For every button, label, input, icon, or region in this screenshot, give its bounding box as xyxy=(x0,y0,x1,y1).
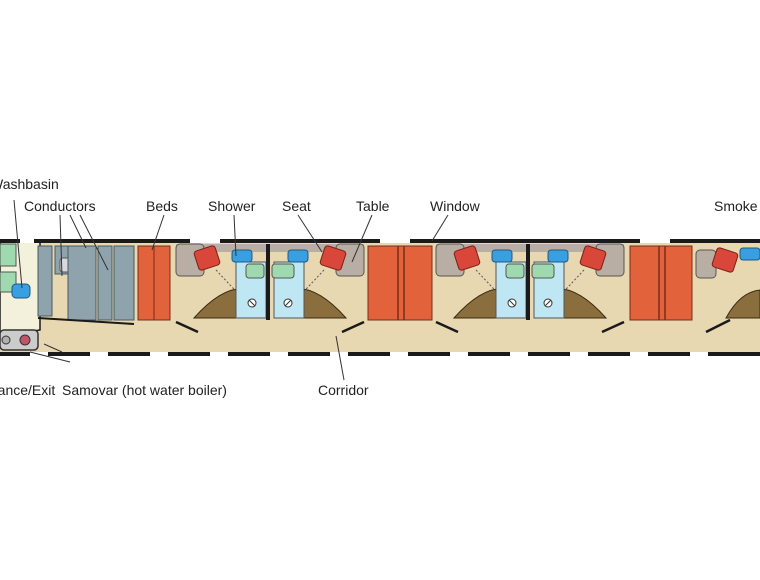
label-window: Window xyxy=(430,198,480,214)
label-corridor: Corridor xyxy=(318,382,369,398)
samovar-shape xyxy=(0,329,39,351)
compartment-unit-3-partial xyxy=(695,247,760,334)
label-shower: Shower xyxy=(208,198,256,214)
label-samovar: Samovar (hot water boiler) xyxy=(62,382,227,398)
label-seat: Seat xyxy=(282,198,311,214)
leader-lines xyxy=(13,199,449,381)
label-table: Table xyxy=(356,198,390,214)
compartment-unit-1 xyxy=(174,242,366,334)
entrance-area xyxy=(0,243,39,351)
label-conductors: Conductors xyxy=(24,198,96,214)
conductors-cabinets xyxy=(37,245,135,325)
compartment-unit-2 xyxy=(434,242,626,334)
bed-blocks xyxy=(137,245,693,321)
label-beds: Beds xyxy=(146,198,178,214)
label-washbasin: Washbasin xyxy=(0,176,59,192)
washbasin-shape xyxy=(11,283,31,299)
label-entrance-exit: Entrance/Exit xyxy=(0,382,56,398)
label-smoke: Smoke xyxy=(714,198,758,214)
